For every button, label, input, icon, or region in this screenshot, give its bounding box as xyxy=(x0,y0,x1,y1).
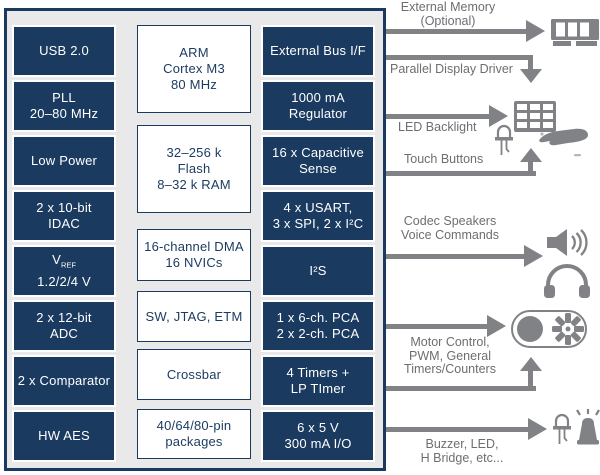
lcd-grid-icon xyxy=(514,101,556,132)
block-i2s: I²S xyxy=(261,245,375,297)
arrowhead-motor xyxy=(487,315,506,337)
block-label: USB 2.0 xyxy=(39,43,89,58)
led-icon xyxy=(495,124,513,155)
block-label: 16 NVICs xyxy=(165,255,223,270)
block-pll: PLL 20–80 MHz xyxy=(12,80,116,132)
block-label: HW AES xyxy=(38,428,90,443)
label-buzzer: Buzzer, LED, H Bridge, etc... xyxy=(420,437,504,465)
block-label: Sense xyxy=(299,161,337,176)
memory-dimm-icon xyxy=(551,19,599,46)
speaker-icon xyxy=(547,229,588,256)
block-label: Low Power xyxy=(30,153,98,168)
block-label: 32–256 k xyxy=(166,145,222,160)
block-crossbar: Crossbar xyxy=(137,349,251,400)
arrowhead-codec xyxy=(524,245,543,267)
block-label: 2 x 2-ch. PCA xyxy=(276,326,360,341)
block-label: 1000 mA xyxy=(291,90,345,105)
block-label: 4 x USART, xyxy=(283,200,353,215)
block-cap-sense: 16 x Capacitive Sense xyxy=(261,135,375,187)
arrow-parallel-display-h xyxy=(386,55,533,60)
motor-pulley-fan-icon xyxy=(511,310,587,348)
block-label: IDAC xyxy=(48,216,80,231)
block-flash-ram: 32–256 k Flash 8–32 k RAM xyxy=(137,125,251,213)
block-label: I²S xyxy=(309,263,327,278)
block-usart-spi-i2c: 4 x USART, 3 x SPI, 2 x I²C xyxy=(261,190,375,242)
block-label: 1.2/2/4 V xyxy=(37,273,91,289)
block-label: ADC xyxy=(49,326,79,341)
block-idac: 2 x 10-bit IDAC xyxy=(12,190,116,242)
arrow-codec xyxy=(386,254,524,259)
label-external-memory: External Memory (Optional) xyxy=(400,0,496,28)
arrowhead-led-backlight xyxy=(489,105,508,127)
block-label: 16-channel DMA xyxy=(144,239,244,254)
arrowhead-external-memory xyxy=(526,20,545,42)
block-label: Cortex M3 xyxy=(163,61,225,76)
arrow-motor2-v xyxy=(528,371,533,386)
led-icon xyxy=(553,413,571,444)
block-timers: 4 Timers + LP TImer xyxy=(261,355,375,407)
label-led-backlight: LED Backlight xyxy=(398,120,477,134)
touch-hand-icon xyxy=(539,128,588,157)
block-label: External Bus I/F xyxy=(270,43,366,58)
block-label: 2 x Comparator xyxy=(17,373,111,388)
block-label: Flash xyxy=(177,161,211,176)
block-sw-jtag-etm: SW, JTAG, ETM xyxy=(137,291,251,342)
block-label: 4 Timers + xyxy=(286,365,350,380)
block-label: 2 x 10-bit xyxy=(36,200,92,215)
block-io: 6 x 5 V 300 mA I/O xyxy=(261,410,375,462)
block-label: 3 x SPI, 2 x I²C xyxy=(272,216,364,231)
buzzer-icon xyxy=(576,409,600,445)
block-label: 20–80 MHz xyxy=(29,106,99,121)
block-adc: 2 x 12-bit ADC xyxy=(12,300,116,352)
block-label: PLL xyxy=(52,90,76,105)
label-touch-buttons: Touch Buttons xyxy=(404,152,484,166)
block-label: 6 x 5 V xyxy=(297,420,339,435)
block-label: Regulator xyxy=(288,106,348,121)
arrowhead-touch-buttons xyxy=(520,148,542,162)
block-pca: 1 x 6-ch. PCA 2 x 2-ch. PCA xyxy=(261,300,375,352)
arrow-motor2-h xyxy=(386,386,536,391)
arrowhead-parallel-display xyxy=(520,69,542,83)
block-label: LP TImer xyxy=(290,381,346,396)
block-label: Crossbar xyxy=(166,366,222,382)
block-vref: VREF 1.2/2/4 V xyxy=(12,245,116,297)
block-dma-nvic: 16-channel DMA 16 NVICs xyxy=(137,229,251,281)
block-label: 1 x 6-ch. PCA xyxy=(276,310,360,325)
block-external-bus: External Bus I/F xyxy=(261,25,375,77)
arrow-parallel-display-v xyxy=(528,55,533,69)
block-label: 16 x Capacitive xyxy=(272,145,364,160)
block-hw-aes: HW AES xyxy=(12,410,116,462)
block-usb: USB 2.0 xyxy=(12,25,116,77)
label-codec: Codec Speakers Voice Commands xyxy=(401,214,499,242)
arrowhead-motor2 xyxy=(520,357,542,371)
label-parallel-display: Parallel Display Driver xyxy=(390,62,513,76)
label-motor: Motor Control, PWM, General Timers/Count… xyxy=(404,335,496,376)
arrowhead-buzzer xyxy=(528,418,547,440)
block-packages: 40/64/80-pin packages xyxy=(137,409,251,459)
arrow-touch-buttons-h xyxy=(386,171,536,176)
block-label: ARM xyxy=(179,45,209,60)
arrow-led-backlight xyxy=(386,114,489,119)
block-label: 8–32 k RAM xyxy=(157,177,231,192)
block-regulator: 1000 mA Regulator xyxy=(261,80,375,132)
block-arm-core: ARM Cortex M3 80 MHz xyxy=(137,25,251,113)
block-comparator: 2 x Comparator xyxy=(12,355,116,407)
arrow-motor xyxy=(386,324,487,329)
block-low-power: Low Power xyxy=(12,135,116,187)
block-label: 80 MHz xyxy=(171,77,217,92)
block-label: 300 mA I/O xyxy=(284,436,352,451)
headphones-icon xyxy=(544,264,590,298)
block-label: 2 x 12-bit xyxy=(36,310,92,325)
block-label: 40/64/80-pin xyxy=(156,418,232,433)
arrow-touch-buttons-v xyxy=(528,162,533,171)
arrow-buzzer xyxy=(386,427,528,432)
block-label: VREF xyxy=(52,252,76,270)
block-label: SW, JTAG, ETM xyxy=(145,308,243,324)
block-label: packages xyxy=(165,434,223,449)
arrow-external-memory xyxy=(386,29,527,34)
